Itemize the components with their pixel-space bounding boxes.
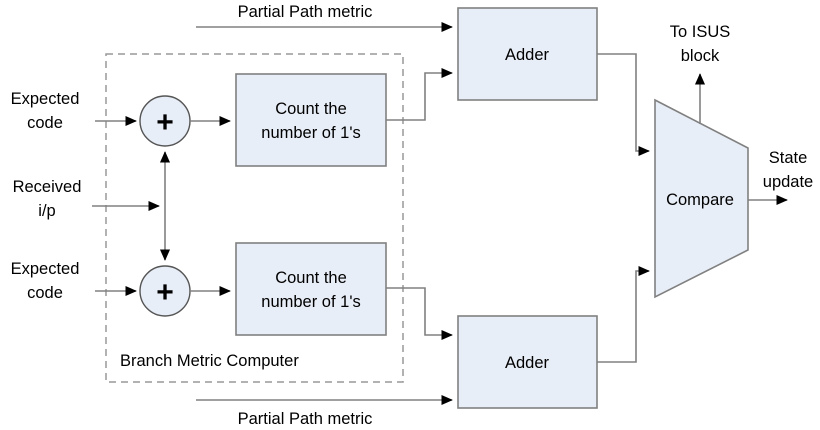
count-ones-bottom-block[interactable] (235, 242, 387, 336)
adder-top-label: Adder (505, 46, 550, 64)
expected-code-top-label-line1: Expected (11, 90, 80, 108)
to-isus-block-label-line2: block (681, 47, 720, 65)
branch-metric-computer-group-box (105, 53, 404, 383)
branch-metric-computer-group-label: Branch Metric Computer (120, 352, 299, 370)
count-ones-top-label-line1: Count the (275, 100, 347, 118)
wire-adder-bottom-to-compare (597, 265, 650, 363)
expected-code-bottom-label-line1: Expected (11, 260, 80, 278)
adder-top-block[interactable] (457, 7, 598, 101)
adder-bottom-label: Adder (505, 354, 550, 372)
expected-code-bottom-label-line2: code (27, 284, 63, 302)
state-update-label-line2: update (763, 173, 813, 191)
wire-adder-top-to-compare (597, 53, 650, 157)
state-update-label-line1: State (769, 149, 808, 167)
compare-label: Compare (666, 191, 734, 209)
wire-count-top-to-adder-top (386, 67, 453, 121)
compare-block[interactable] (654, 98, 749, 299)
received-ip-label-line2: i/p (38, 202, 55, 220)
summer-top-plus-icon: + (156, 106, 174, 139)
summer-bottom-plus-icon: + (156, 276, 174, 309)
partial-path-metric-bottom-label: Partial Path metric (238, 410, 373, 428)
wire-count-bottom-to-adder-bottom (386, 287, 453, 341)
count-ones-bottom-label-line1: Count the (275, 269, 347, 287)
count-ones-bottom-label-line2: number of 1's (261, 293, 360, 311)
count-ones-top-block[interactable] (235, 73, 387, 167)
partial-path-metric-top-label: Partial Path metric (238, 3, 373, 21)
adder-bottom-block[interactable] (457, 315, 598, 409)
expected-code-top-label-line2: code (27, 114, 63, 132)
received-ip-label-line1: Received (13, 178, 82, 196)
to-isus-block-label-line1: To ISUS (670, 23, 731, 41)
count-ones-top-label-line2: number of 1's (261, 124, 360, 142)
